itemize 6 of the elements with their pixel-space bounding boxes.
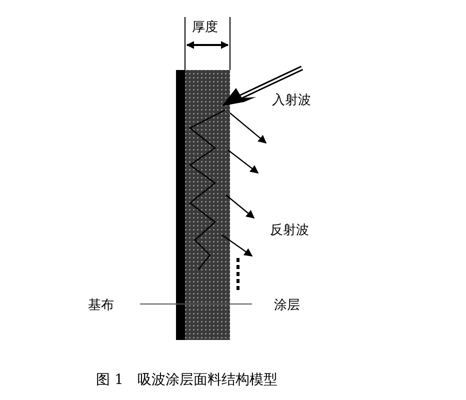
layer-label: 涂层: [274, 298, 300, 314]
layer-label: 基布: [88, 298, 114, 314]
dimension-label: 厚度: [192, 20, 218, 36]
wave-label: 入射波: [272, 93, 311, 109]
wave-label: 反射波: [270, 223, 309, 239]
figure-caption: 图 1 吸波涂层面料结构模型: [96, 372, 278, 388]
